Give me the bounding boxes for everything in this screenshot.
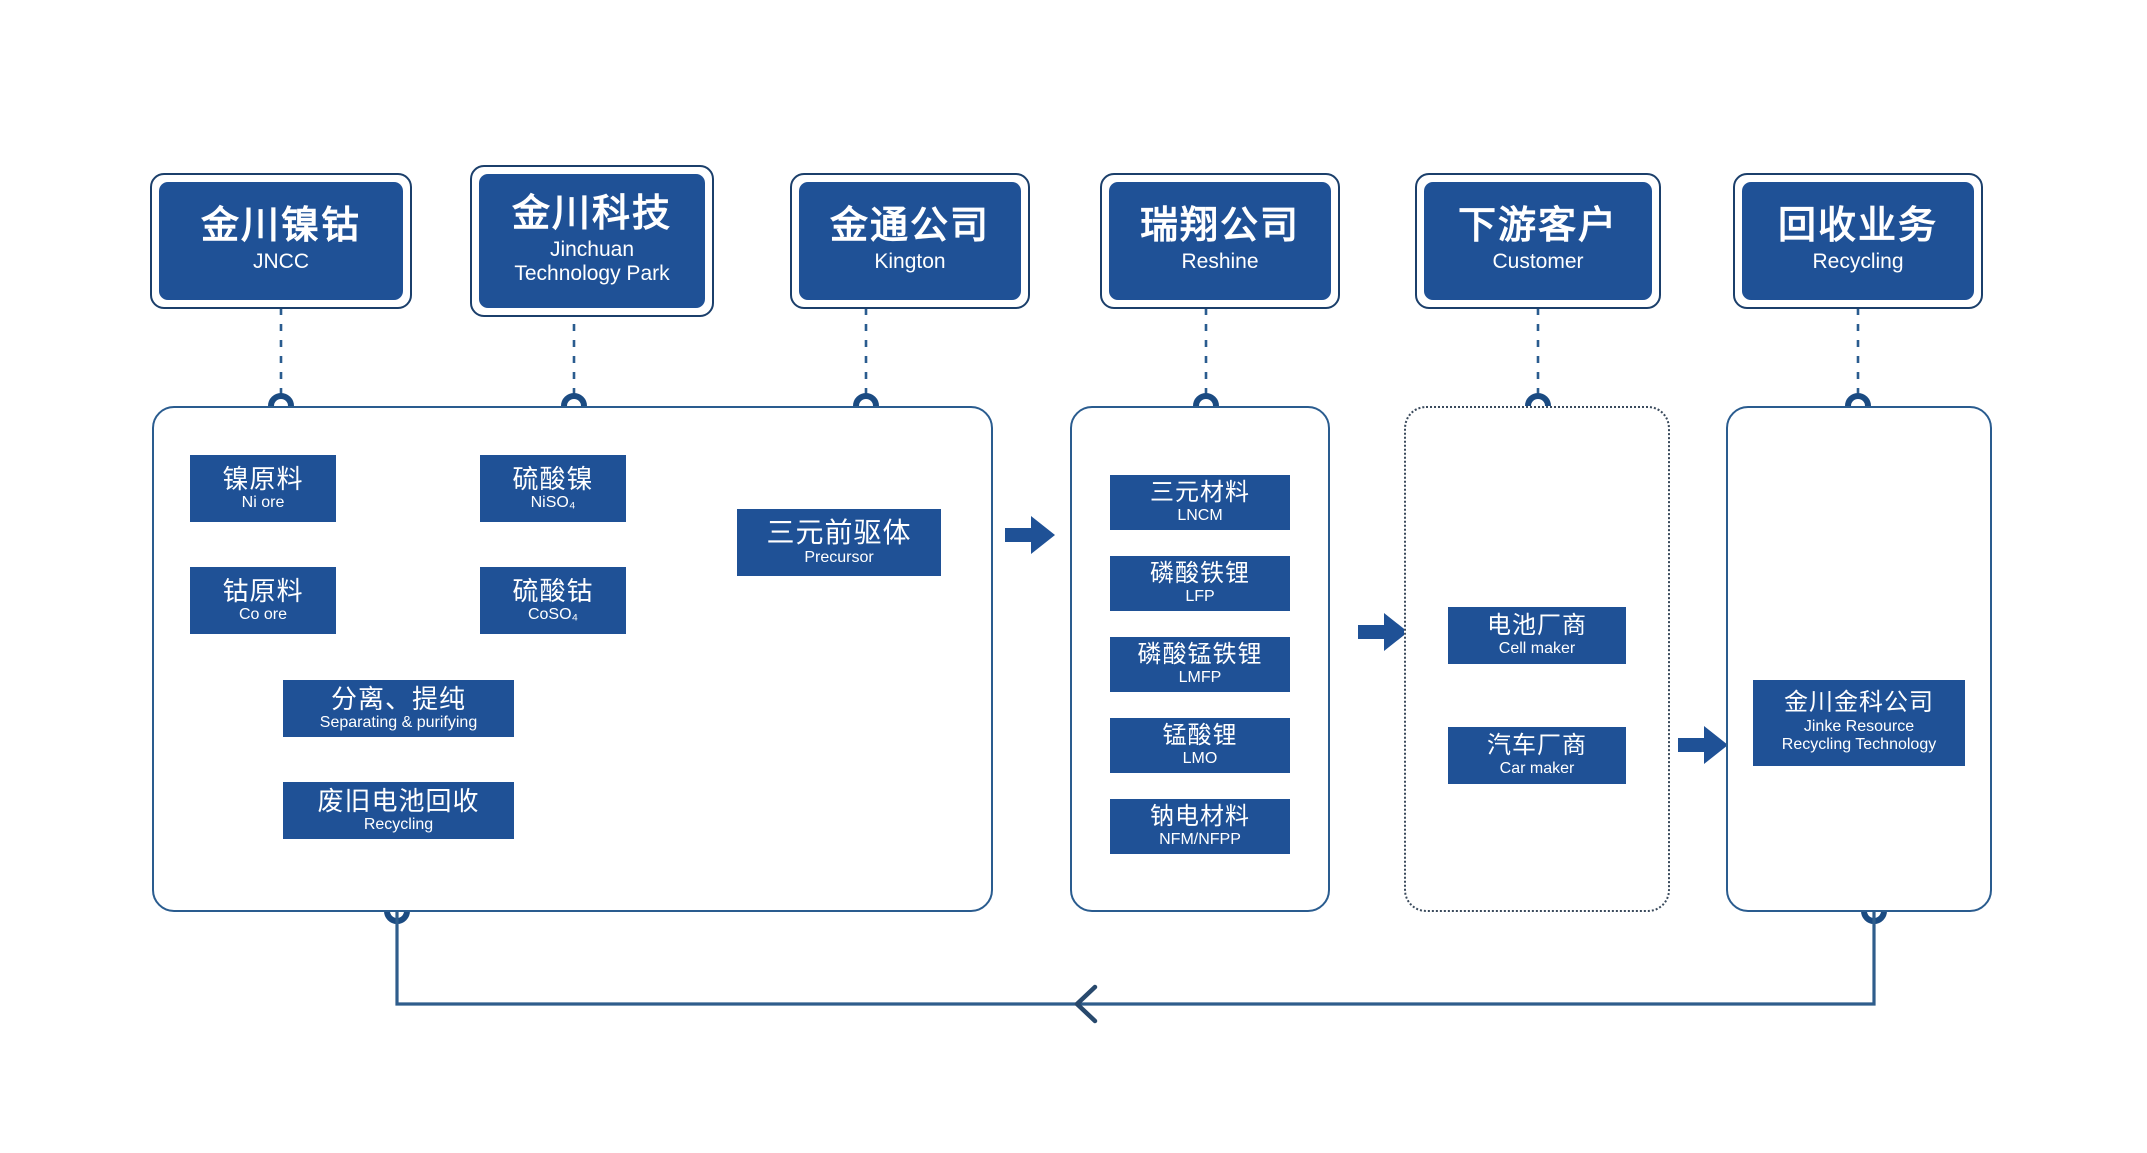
block-label-cn: 磷酸锰铁锂: [1137, 641, 1263, 669]
recycling-feedback-loop: [395, 911, 1876, 1024]
header-title-en: Jinchuan Technology Park: [514, 238, 670, 286]
block-label-cn: 硫酸钴: [512, 576, 594, 607]
block-jinke-resource-recycling[interactable]: 金川金科公司 Jinke Resource Recycling Technolo…: [1753, 680, 1965, 766]
header-title-cn: 金川镍钴: [200, 205, 361, 248]
block-lncm[interactable]: 三元材料 LNCM: [1110, 475, 1290, 530]
block-label-cn: 电池厂商: [1487, 612, 1587, 640]
block-label-en: CoSO₄: [527, 605, 579, 623]
header-title-cn: 金通公司: [829, 205, 990, 248]
block-separating-purifying[interactable]: 分离、提纯 Separating & purifying: [283, 680, 514, 737]
header-title-cn: 回收业务: [1777, 205, 1938, 248]
header-card-reshine[interactable]: 瑞翔公司 Reshine: [1100, 173, 1340, 309]
block-label-cn: 金川金科公司: [1784, 689, 1934, 717]
header-title-cn: 下游客户: [1457, 205, 1618, 248]
block-ni-ore[interactable]: 镍原料 Ni ore: [190, 455, 336, 522]
header-title-en: JNCC: [253, 250, 309, 274]
block-lmo[interactable]: 锰酸锂 LMO: [1110, 718, 1290, 773]
header-card-jinchuan-technology-park[interactable]: 金川科技 Jinchuan Technology Park: [470, 165, 714, 317]
block-car-maker[interactable]: 汽车厂商 Car maker: [1448, 727, 1626, 784]
block-label-en: NiSO₄: [530, 493, 576, 511]
block-label-en: Cell maker: [1498, 639, 1576, 657]
header-card-body: 瑞翔公司 Reshine: [1109, 182, 1331, 300]
panel-recycling-business: [1726, 406, 1992, 912]
block-arrow-3: [1678, 726, 1728, 764]
block-label-en: Car maker: [1499, 759, 1575, 777]
block-nickel-sulfate[interactable]: 硫酸镍 NiSO₄: [480, 455, 626, 522]
header-title-en: Kington: [874, 250, 946, 274]
header-card-body: 金川科技 Jinchuan Technology Park: [479, 174, 705, 308]
header-card-body: 下游客户 Customer: [1424, 182, 1652, 300]
header-title-cn: 金川科技: [511, 193, 672, 236]
header-card-customer[interactable]: 下游客户 Customer: [1415, 173, 1661, 309]
block-lmfp[interactable]: 磷酸锰铁锂 LMFP: [1110, 637, 1290, 692]
header-card-body: 金通公司 Kington: [799, 182, 1021, 300]
block-arrow-1: [1005, 516, 1055, 554]
header-card-recycling[interactable]: 回收业务 Recycling: [1733, 173, 1983, 309]
block-label-cn: 三元材料: [1150, 479, 1250, 507]
block-label-en: LFP: [1185, 587, 1215, 605]
block-arrow-2: [1358, 613, 1408, 651]
block-label-cn: 硫酸镍: [512, 464, 594, 495]
block-label-en: Separating & purifying: [319, 713, 478, 731]
block-label-en: LMFP: [1178, 668, 1222, 686]
block-label-cn: 废旧电池回收: [317, 786, 480, 817]
block-label-en: Recycling: [363, 815, 434, 833]
block-label-cn: 三元前驱体: [766, 517, 912, 549]
block-cell-maker[interactable]: 电池厂商 Cell maker: [1448, 607, 1626, 664]
block-co-ore[interactable]: 钴原料 Co ore: [190, 567, 336, 634]
header-card-jncc[interactable]: 金川镍钴 JNCC: [150, 173, 412, 309]
header-title-en: Reshine: [1181, 250, 1259, 274]
block-label-cn: 汽车厂商: [1487, 732, 1587, 760]
block-label-en: LNCM: [1177, 506, 1223, 524]
block-cobalt-sulfate[interactable]: 硫酸钴 CoSO₄: [480, 567, 626, 634]
block-label-cn: 分离、提纯: [330, 684, 466, 715]
block-label-en: NFM/NFPP: [1159, 830, 1241, 848]
block-battery-recycling[interactable]: 废旧电池回收 Recycling: [283, 782, 514, 839]
block-label-en: Jinke Resource Recycling Technology: [1781, 717, 1937, 754]
block-sodium-ion-material[interactable]: 钠电材料 NFM/NFPP: [1110, 799, 1290, 854]
block-label-en: Precursor: [804, 548, 874, 566]
block-label-cn: 钠电材料: [1150, 803, 1250, 831]
header-card-body: 金川镍钴 JNCC: [159, 182, 403, 300]
block-label-cn: 镍原料: [222, 464, 304, 495]
block-label-en: LMO: [1182, 749, 1218, 767]
block-label-cn: 锰酸锂: [1162, 722, 1238, 750]
header-card-body: 回收业务 Recycling: [1742, 182, 1974, 300]
header-card-kington[interactable]: 金通公司 Kington: [790, 173, 1030, 309]
header-drop-lines: [279, 308, 1860, 406]
block-label-en: Ni ore: [241, 493, 285, 511]
block-label-en: Co ore: [238, 605, 288, 623]
block-lfp[interactable]: 磷酸铁锂 LFP: [1110, 556, 1290, 611]
block-label-cn: 磷酸铁锂: [1150, 560, 1250, 588]
block-precursor[interactable]: 三元前驱体 Precursor: [737, 509, 941, 576]
header-title-en: Recycling: [1812, 250, 1904, 274]
feedback-arrowhead: [1074, 984, 1098, 1024]
header-title-en: Customer: [1492, 250, 1584, 274]
header-title-cn: 瑞翔公司: [1139, 205, 1300, 248]
block-label-cn: 钴原料: [222, 576, 304, 607]
